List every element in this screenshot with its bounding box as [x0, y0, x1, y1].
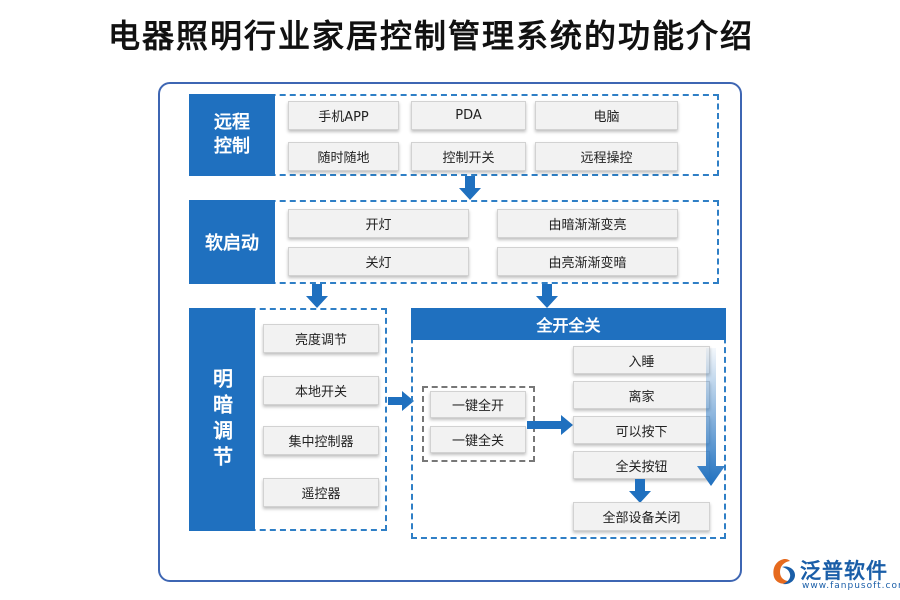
soft-start-label: 软启动 — [189, 200, 275, 284]
dimming-item-central-controller: 集中控制器 — [263, 426, 379, 455]
remote-control-label: 远程控制 — [189, 94, 275, 176]
soft-start-label-text: 软启动 — [205, 233, 259, 254]
brand-logo: 泛普软件 www.fanpusoft.com — [770, 555, 900, 595]
one-key-all-off: 一键全关 — [430, 426, 526, 453]
all-on-off-header: 全开全关 — [411, 308, 726, 340]
right-arrow-icon — [527, 415, 573, 435]
dimming-label-text: 明暗调节 — [209, 367, 234, 472]
soft-item-light-off: 关灯 — [288, 247, 469, 276]
remote-item-pda: PDA — [411, 101, 526, 130]
brand-url: www.fanpusoft.com — [802, 581, 900, 591]
right-arrow-icon — [388, 391, 414, 411]
brand-logo-icon — [773, 559, 795, 585]
scene-sleep: 入睡 — [573, 346, 710, 374]
one-key-all-on: 一键全开 — [430, 391, 526, 418]
down-arrow-icon — [536, 284, 558, 308]
remote-control-label-text: 远程控制 — [214, 112, 250, 157]
page-title: 电器照明行业家居控制管理系统的功能介绍 — [108, 17, 755, 55]
down-arrow-icon — [697, 348, 725, 486]
diagram-frame — [158, 82, 742, 582]
down-arrow-icon — [629, 479, 651, 503]
scene-leave-home: 离家 — [573, 381, 710, 409]
dimming-item-brightness: 亮度调节 — [263, 324, 379, 353]
scene-press: 可以按下 — [573, 416, 710, 444]
down-arrow-icon — [306, 284, 328, 308]
dimming-item-local-switch: 本地开关 — [263, 376, 379, 405]
down-arrow-icon — [459, 176, 481, 200]
all-devices-off: 全部设备关闭 — [573, 502, 710, 531]
remote-item-computer: 电脑 — [535, 101, 678, 130]
dimming-item-remote: 遥控器 — [263, 478, 379, 507]
remote-item-anytime: 随时随地 — [288, 142, 399, 171]
soft-item-dim-to-bright: 由暗渐渐变亮 — [497, 209, 678, 238]
dimming-label: 明暗调节 — [189, 308, 255, 531]
soft-item-bright-to-dim: 由亮渐渐变暗 — [497, 247, 678, 276]
remote-item-control-switch: 控制开关 — [411, 142, 526, 171]
soft-item-light-on: 开灯 — [288, 209, 469, 238]
brand-name: 泛普软件 — [800, 559, 888, 583]
remote-item-remote-operate: 远程操控 — [535, 142, 678, 171]
scene-all-off-button: 全关按钮 — [573, 451, 710, 479]
remote-item-mobile-app: 手机APP — [288, 101, 399, 130]
